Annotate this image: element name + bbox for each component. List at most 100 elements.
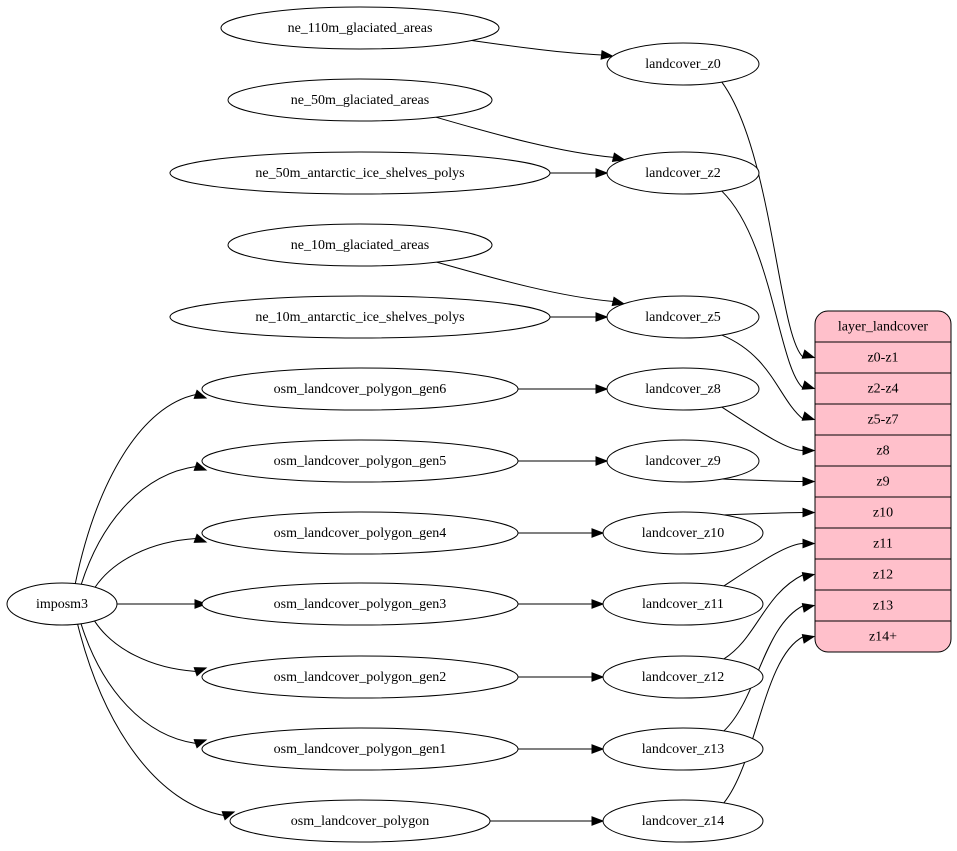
node-label: osm_landcover_polygon_gen3 (274, 597, 447, 612)
node-ellipse (201, 582, 519, 626)
edge-arrowhead (591, 816, 605, 826)
table-outline (814, 310, 952, 653)
edge-ne_10m_glaciated_areas-to-landcover_z5 (436, 261, 614, 303)
node-osm_landcover_polygon_gen3[interactable]: osm_landcover_polygon_gen3 (201, 582, 519, 626)
edges-layer (74, 39, 816, 826)
node-label: landcover_z14 (642, 814, 724, 829)
table-row-label: z12 (873, 568, 893, 583)
node-ellipse (201, 367, 519, 411)
table-header-label: layer_landcover (838, 320, 929, 335)
edge-arrowhead (801, 634, 816, 644)
node-landcover_z10[interactable]: landcover_z10 (602, 511, 764, 555)
table-row-z8[interactable] (815, 434, 951, 467)
edge-landcover_z14-to-row-z14+ (723, 636, 804, 804)
node-landcover_z0[interactable]: landcover_z0 (606, 42, 760, 86)
node-ne_50m_glaciated_areas[interactable]: ne_50m_glaciated_areas (227, 78, 493, 122)
table-row-z5-z7[interactable] (815, 403, 951, 436)
node-ne_10m_glaciated_areas[interactable]: ne_10m_glaciated_areas (227, 223, 493, 267)
node-landcover_z9[interactable]: landcover_z9 (606, 439, 760, 483)
node-ellipse (606, 367, 760, 411)
edge-arrowhead (600, 49, 614, 60)
table-row-z2-z4[interactable] (815, 372, 951, 405)
node-ne_50m_antarctic_ice_shelves_polys[interactable]: ne_50m_antarctic_ice_shelves_polys (169, 151, 551, 195)
edge-landcover_z0-to-row-z0-z1 (721, 81, 804, 358)
node-osm_landcover_polygon_gen6[interactable]: osm_landcover_polygon_gen6 (201, 367, 519, 411)
edge-arrowhead (801, 572, 816, 582)
table-row-label: z9 (876, 475, 889, 490)
edge-arrowhead (591, 672, 605, 682)
edge-imposm3-to-osm_landcover_polygon_gen2 (94, 620, 197, 672)
node-ellipse (602, 655, 764, 699)
edge-imposm3-to-osm_landcover_polygon_gen5 (80, 466, 197, 585)
layer-landcover-table: layer_landcoverz0-z1z2-z4z5-z7z8z9z10z11… (814, 310, 952, 653)
node-ellipse (602, 799, 764, 843)
edge-imposm3-to-osm_landcover_polygon (77, 624, 225, 816)
node-imposm3[interactable]: imposm3 (6, 582, 118, 626)
node-ellipse (606, 151, 760, 195)
node-ellipse (606, 295, 760, 339)
edge-arrowhead (802, 476, 816, 487)
node-landcover_z11[interactable]: landcover_z11 (602, 582, 764, 626)
node-ellipse (606, 42, 760, 86)
edge-arrowhead (801, 380, 816, 390)
node-ne_10m_antarctic_ice_shelves_polys[interactable]: ne_10m_antarctic_ice_shelves_polys (169, 295, 551, 339)
node-label: ne_110m_glaciated_areas (288, 21, 433, 36)
node-landcover_z12[interactable]: landcover_z12 (602, 655, 764, 699)
node-osm_landcover_polygon_gen4[interactable]: osm_landcover_polygon_gen4 (201, 511, 519, 555)
table-row-z14+[interactable] (815, 620, 951, 652)
edge-arrowhead (802, 538, 816, 549)
edge-landcover_z13-to-row-z13 (723, 605, 804, 732)
node-landcover_z2[interactable]: landcover_z2 (606, 151, 760, 195)
node-label: landcover_z10 (642, 526, 724, 541)
edge-arrowhead (802, 445, 816, 456)
node-label: ne_10m_glaciated_areas (291, 238, 429, 253)
node-landcover_z5[interactable]: landcover_z5 (606, 295, 760, 339)
node-label: ne_10m_antarctic_ice_shelves_polys (255, 310, 464, 325)
node-osm_landcover_polygon_gen5[interactable]: osm_landcover_polygon_gen5 (201, 439, 519, 483)
edge-arrowhead (801, 349, 816, 359)
node-label: landcover_z2 (645, 166, 720, 181)
edge-arrowhead (193, 533, 208, 543)
nodes-layer: imposm3 ne_110m_glaciated_areas ne_50m_gla… (6, 6, 764, 843)
edge-landcover_z11-to-row-z11 (723, 543, 804, 587)
node-label: osm_landcover_polygon (291, 814, 429, 829)
edge-arrowhead (193, 667, 208, 677)
node-ellipse (201, 655, 519, 699)
table-row-label: z8 (876, 444, 889, 459)
node-landcover_z13[interactable]: landcover_z13 (602, 727, 764, 771)
table-row-label: z2-z4 (867, 382, 898, 397)
node-ellipse (227, 78, 493, 122)
node-osm_landcover_polygon_gen2[interactable]: osm_landcover_polygon_gen2 (201, 655, 519, 699)
edge-arrowhead (194, 599, 208, 609)
table-row-label: z11 (873, 537, 893, 552)
node-osm_landcover_polygon_gen1[interactable]: osm_landcover_polygon_gen1 (201, 727, 519, 771)
table-row-label: z5-z7 (867, 413, 898, 428)
node-ellipse (201, 727, 519, 771)
edge-landcover_z2-to-row-z2-z4 (721, 190, 804, 389)
edge-arrowhead (595, 312, 609, 322)
edge-ne_110m_glaciated_areas-to-landcover_z0 (471, 39, 603, 56)
edge-arrowhead (802, 507, 816, 518)
edge-imposm3-to-osm_landcover_polygon_gen1 (80, 623, 197, 744)
table-row-z12[interactable] (815, 558, 951, 591)
table-row-z0-z1[interactable] (815, 341, 951, 374)
edge-imposm3-to-osm_landcover_polygon_gen4 (94, 538, 197, 588)
node-label: osm_landcover_polygon_gen2 (274, 670, 447, 685)
node-ellipse (6, 582, 118, 626)
node-label: landcover_z12 (642, 670, 724, 685)
node-landcover_z14[interactable]: landcover_z14 (602, 799, 764, 843)
node-osm_landcover_polygon[interactable]: osm_landcover_polygon (229, 799, 491, 843)
node-label: osm_landcover_polygon_gen6 (274, 382, 447, 397)
node-ellipse (602, 511, 764, 555)
edge-arrowhead (591, 528, 605, 538)
edge-arrowhead (611, 296, 626, 307)
node-label: ne_50m_glaciated_areas (291, 93, 429, 108)
edge-arrowhead (193, 389, 208, 399)
node-ellipse (201, 439, 519, 483)
node-label: osm_landcover_polygon_gen1 (274, 742, 447, 757)
node-landcover_z8[interactable]: landcover_z8 (606, 367, 760, 411)
table-row-label: z10 (873, 506, 893, 521)
node-ne_110m_glaciated_areas[interactable]: ne_110m_glaciated_areas (220, 6, 500, 50)
node-label: landcover_z9 (645, 454, 720, 469)
